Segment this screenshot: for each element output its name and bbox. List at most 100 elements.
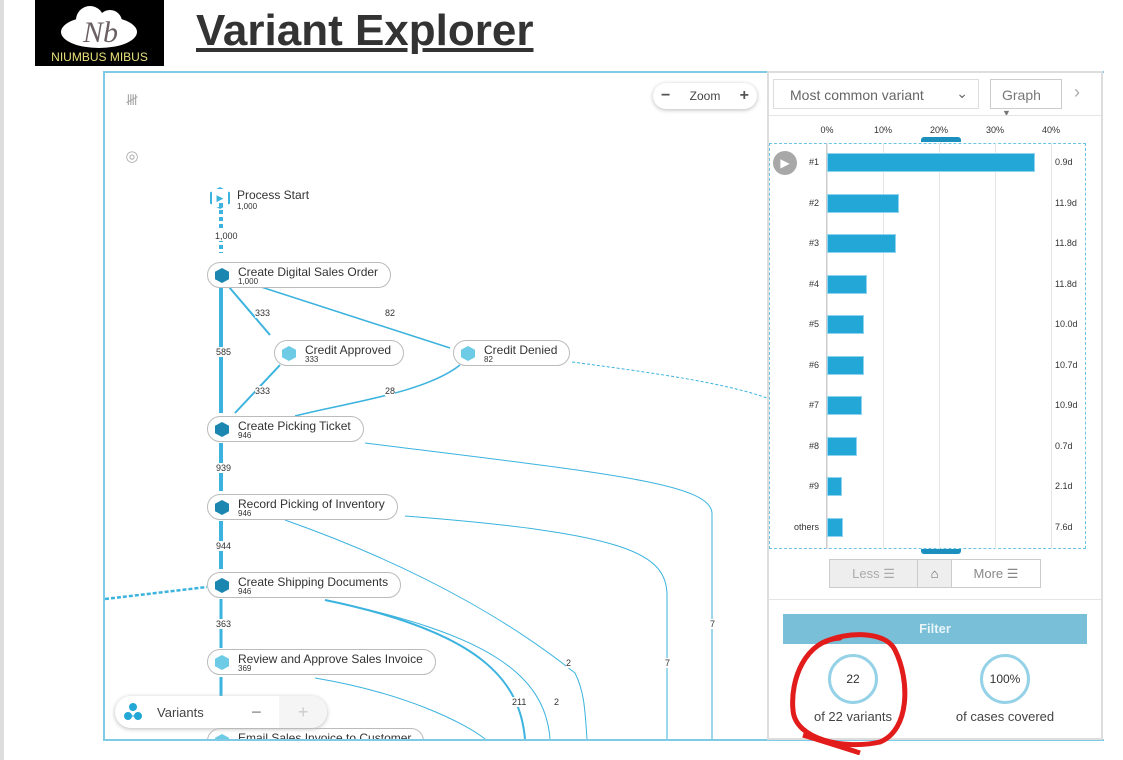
zoom-out-button[interactable]: − [661, 87, 671, 104]
less-more-buttons: Less ☰ ⌂ More ☰ [829, 559, 1041, 588]
variant-bar[interactable] [827, 315, 864, 334]
chart-selection-box[interactable] [769, 143, 1086, 549]
more-button[interactable]: More ☰ [973, 566, 1019, 581]
edge [284, 519, 588, 739]
red-annotation-circle [790, 632, 908, 755]
chevron-down-icon: ⌄ [956, 85, 968, 101]
hexagon-icon [215, 578, 229, 593]
variants-label: Variants [157, 704, 204, 720]
home-icon[interactable]: ⌂ [918, 560, 952, 587]
graph-edges [105, 203, 767, 739]
more-label: More [973, 566, 1004, 581]
select-value: Most common variant [790, 87, 924, 103]
edge [314, 677, 486, 739]
variant-bar[interactable] [827, 477, 843, 496]
node-label: Process Start [237, 188, 310, 202]
variant-bar[interactable] [827, 234, 896, 253]
zoom-label: Zoom [689, 89, 721, 103]
category-label: #8 [808, 440, 819, 451]
edge-label: 7 [710, 619, 716, 629]
node-count: 946 [238, 587, 252, 596]
node-label: Create Shipping Documents [238, 575, 389, 589]
category-label: others [793, 521, 819, 532]
play-variant-icon[interactable]: ▶ [773, 151, 797, 175]
gridline [827, 143, 828, 549]
node-label: Review and Approve Sales Invoice [238, 652, 423, 666]
variant-bar[interactable] [827, 517, 844, 537]
caret-down-icon: ▼ [1002, 108, 1011, 118]
coverage-circle: 100% [980, 654, 1030, 704]
chevron-right-icon[interactable]: › [1074, 82, 1080, 102]
x-tick-label: 10% [873, 125, 893, 135]
variant-bar[interactable] [827, 436, 858, 456]
node-label: Credit Approved [305, 343, 392, 357]
hexagon-icon [215, 734, 229, 739]
node-label: Credit Denied [484, 343, 558, 357]
gridline [883, 143, 884, 549]
node-label: Record Picking of Inventory [238, 497, 385, 511]
edge-label: 585 [216, 347, 232, 357]
cloud-logo-icon: Nb [61, 6, 137, 49]
variants-increase-button[interactable]: + [279, 696, 327, 728]
edge-label: 333 [255, 308, 271, 318]
variant-bar[interactable] [827, 193, 900, 213]
resize-handle-top[interactable] [921, 137, 961, 142]
edge-label: 2 [566, 658, 572, 668]
variant-bar[interactable] [827, 355, 864, 375]
variants-decrease-button[interactable]: − [251, 701, 262, 722]
page-edge [0, 0, 4, 760]
variants-control: Variants − + [115, 696, 327, 728]
node-count: 369 [238, 664, 252, 673]
edge [294, 364, 461, 417]
gridline [995, 143, 996, 549]
category-label: #3 [808, 238, 819, 248]
duration-label: 7.6d [1055, 521, 1073, 532]
edge [324, 599, 551, 739]
edge-label: 939 [216, 463, 232, 473]
edge [228, 286, 271, 336]
play-hex-icon: ▶ [210, 187, 230, 209]
coverage-caption: of cases covered [955, 709, 1055, 724]
gridline [1051, 143, 1052, 549]
x-tick-label: 40% [1041, 125, 1061, 135]
edge-label: 2 [554, 697, 560, 707]
edge-label: 333 [255, 386, 271, 396]
node-label: Create Picking Ticket [238, 419, 351, 433]
node-label: Email Sales Invoice to Customer [238, 731, 412, 739]
variant-bar[interactable] [827, 396, 863, 415]
variant-bar[interactable] [827, 153, 1035, 172]
less-button[interactable]: Less ☰ [830, 560, 918, 587]
variants-caption: of 22 variants [813, 709, 893, 724]
zoom-in-button[interactable]: + [739, 87, 749, 104]
duration-label: 10.7d [1055, 359, 1078, 370]
explorer-frame [103, 71, 1104, 741]
edge [364, 442, 713, 739]
category-label: #9 [808, 481, 819, 491]
svg-text:Nb: Nb [82, 16, 118, 49]
node-email-sales-invoice[interactable]: Email Sales Invoice to Customer [207, 728, 425, 739]
zoom-control: − Zoom + [653, 83, 757, 109]
resize-handle-bottom[interactable] [921, 549, 961, 554]
edge [571, 361, 767, 399]
variant-bar[interactable] [827, 274, 867, 294]
variant-sort-select[interactable]: Most common variant ⌄ [773, 79, 979, 109]
page-title: Variant Explorer [196, 6, 534, 55]
less-label: Less [852, 566, 880, 581]
hexagon-icon [215, 500, 229, 515]
variants-network-icon [124, 703, 142, 720]
category-label: #7 [808, 400, 819, 410]
duration-label: 11.8d [1055, 238, 1077, 248]
duration-label: 11.9d [1055, 197, 1077, 208]
graph-dropdown-button[interactable]: Graph ▼ [990, 79, 1062, 118]
edge-label: 7 [665, 658, 671, 668]
graph-label: Graph [1002, 87, 1041, 103]
